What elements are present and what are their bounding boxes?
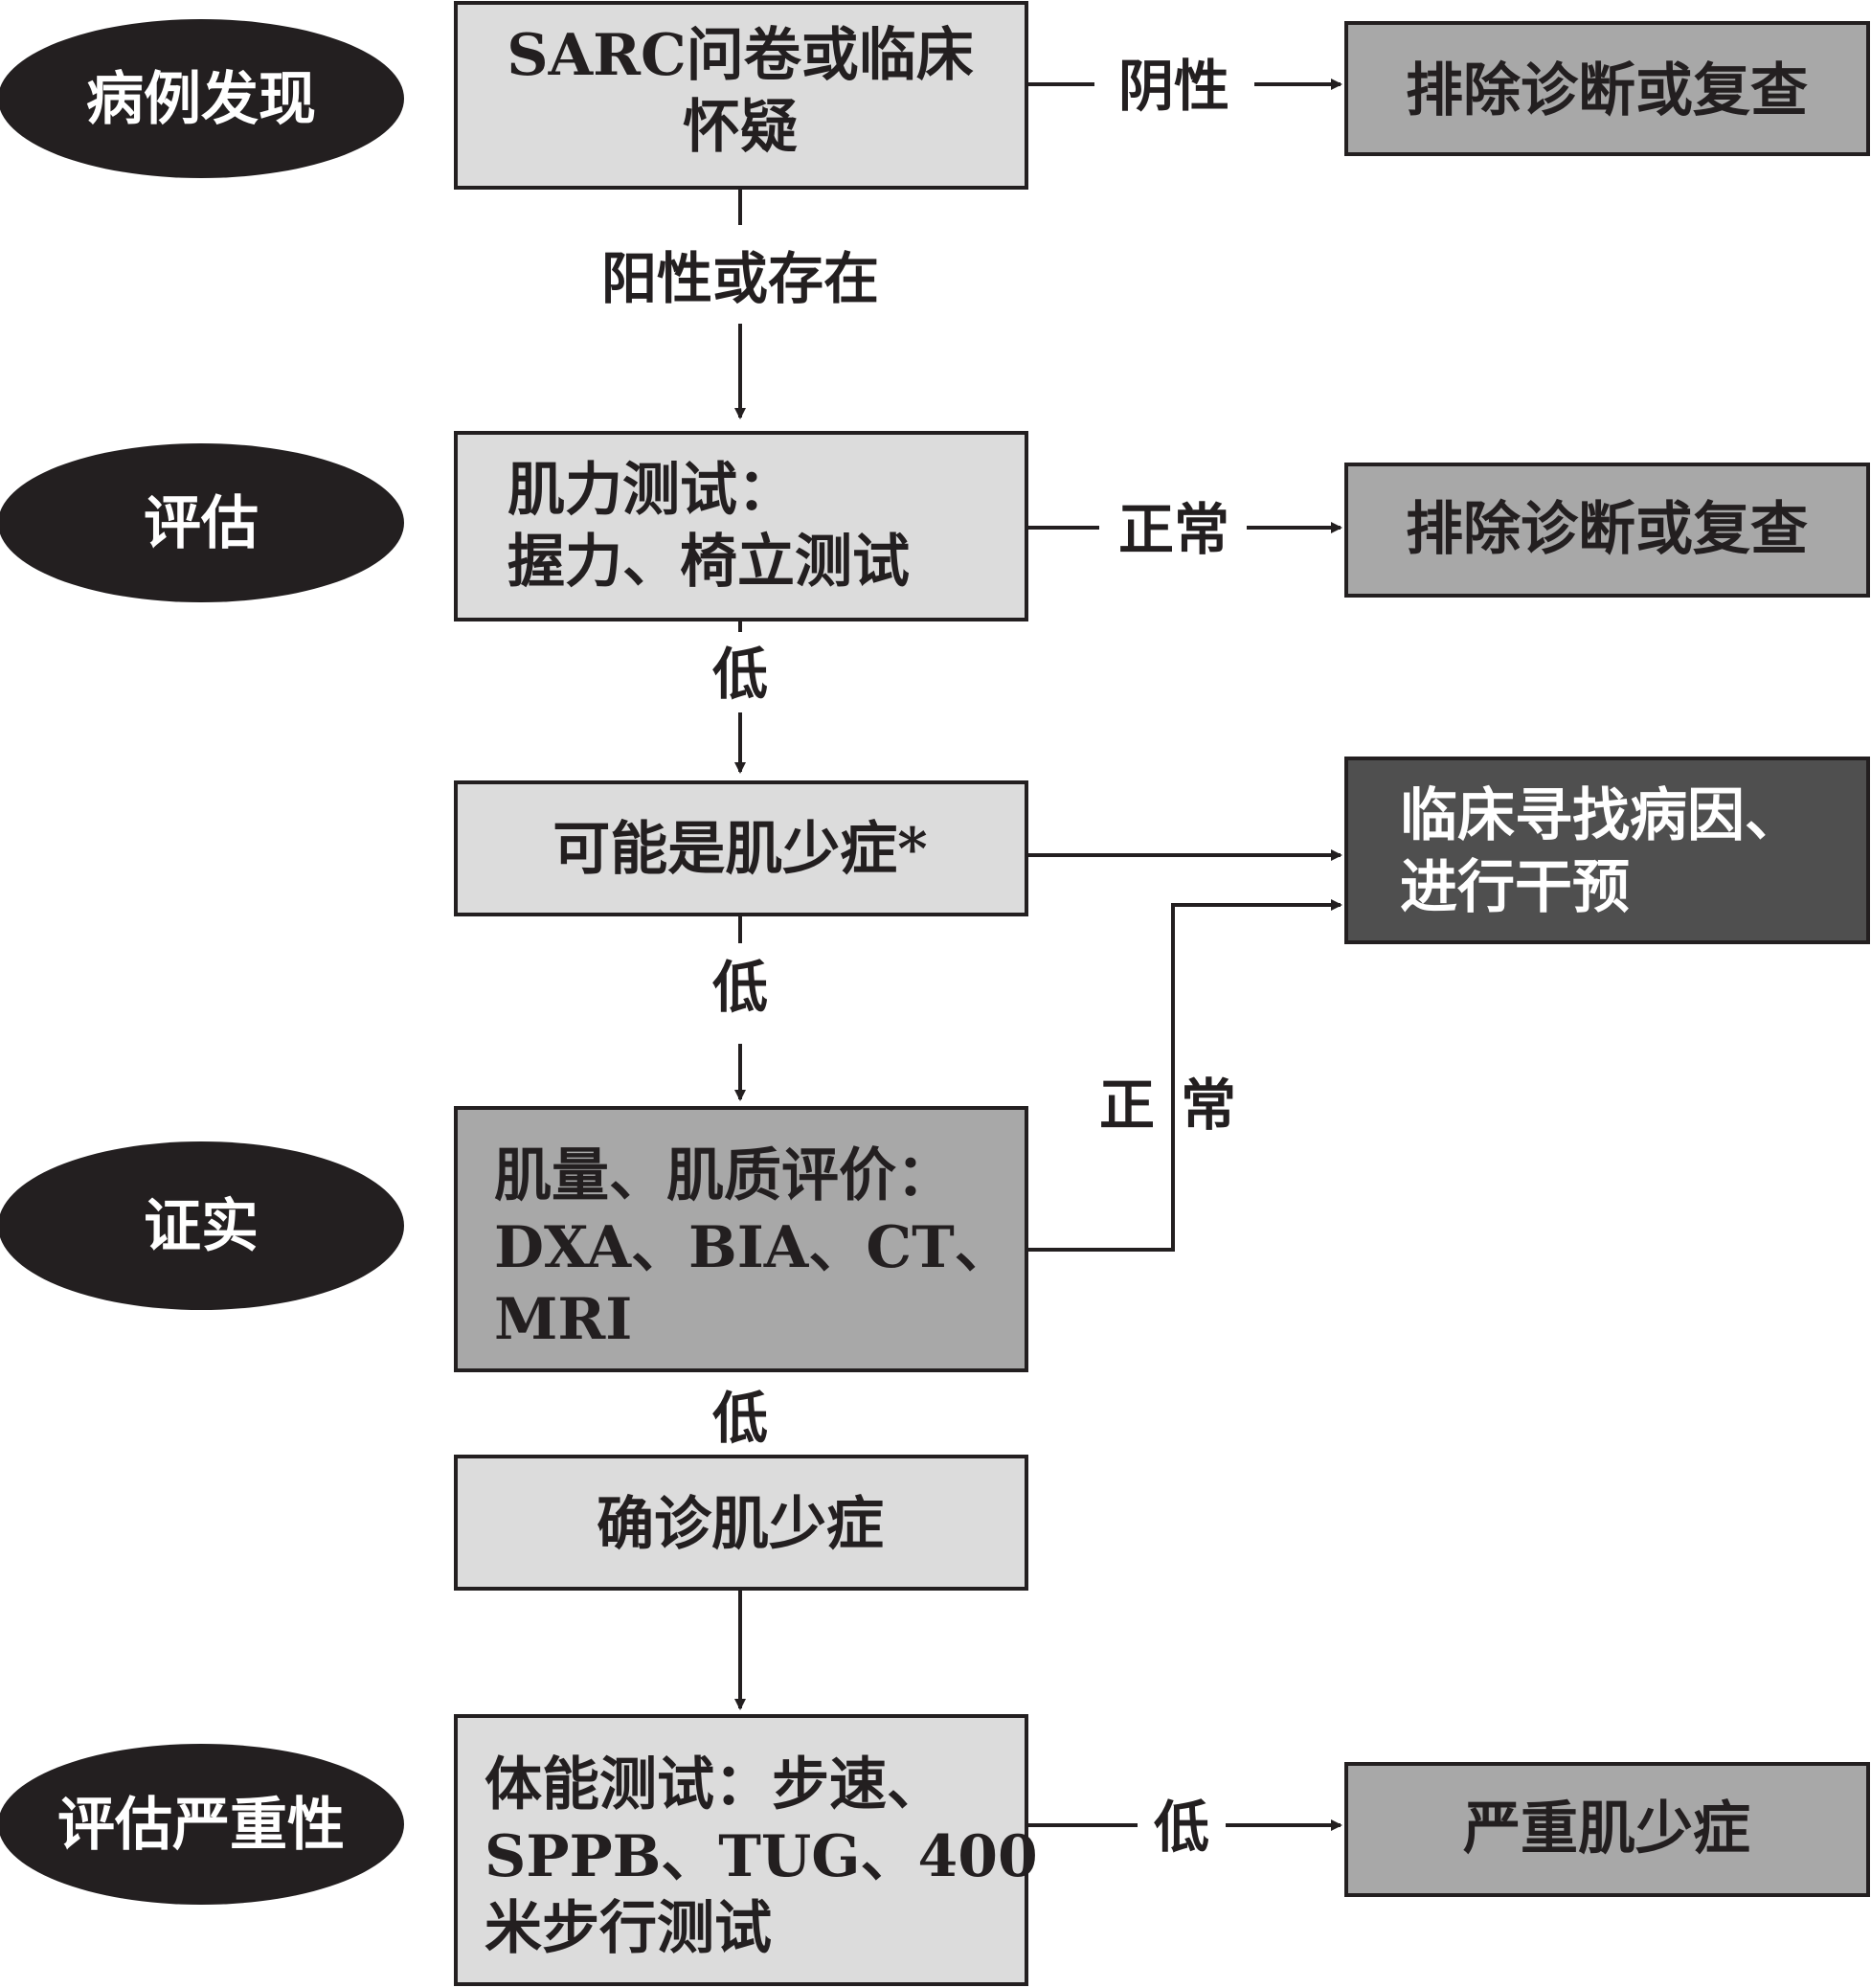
stage-label: 评估严重性 bbox=[57, 1792, 345, 1859]
stage-assess: 评估 bbox=[0, 443, 404, 602]
stage-oval bbox=[0, 443, 404, 602]
node-text-line: 体能测试：步速、 bbox=[485, 1751, 944, 1819]
edge-label-normal: 正常 bbox=[1118, 497, 1229, 562]
node-box bbox=[454, 1714, 1028, 1986]
stage-oval bbox=[0, 19, 404, 178]
edge-label-normal-part1: 正 bbox=[1099, 1073, 1155, 1138]
node-sarc-questionnaire: SARC问卷或临床 怀疑 bbox=[454, 1, 1028, 190]
node-box bbox=[454, 1106, 1028, 1372]
node-text-line: 肌力测试： bbox=[507, 457, 795, 524]
node-severe-sarcopenia: 严重肌少症 bbox=[1344, 1762, 1870, 1897]
stage-confirm: 证实 bbox=[0, 1141, 404, 1310]
node-text: 确诊肌少症 bbox=[597, 1491, 884, 1558]
node-box bbox=[1344, 1762, 1870, 1897]
node-box bbox=[1344, 463, 1870, 598]
node-box bbox=[1344, 757, 1870, 944]
node-text-line: DXA、BIA、CT、 bbox=[494, 1214, 1012, 1281]
stage-oval bbox=[0, 1744, 404, 1905]
node-box bbox=[454, 1455, 1028, 1591]
edge-label-negative: 阴性 bbox=[1118, 54, 1229, 119]
node-box bbox=[454, 431, 1028, 621]
node-text-line: MRI bbox=[494, 1286, 632, 1353]
node-text-line: 怀疑 bbox=[683, 94, 798, 161]
edge-label-low: 低 bbox=[712, 1386, 768, 1451]
edge-label-low: 低 bbox=[712, 642, 768, 707]
node-physical-performance-test: 体能测试：步速、 SPPB、TUG、400 米步行测试 bbox=[454, 1714, 1038, 1986]
stage-label: 证实 bbox=[144, 1193, 259, 1260]
edge-elbow-arrow bbox=[1027, 899, 1342, 1252]
stage-label: 病例发现 bbox=[86, 66, 316, 133]
node-text-line: SPPB、TUG、400 bbox=[485, 1823, 1038, 1890]
node-exclude-or-recheck-2: 排除诊断或复查 bbox=[1344, 463, 1870, 598]
edge-label-low: 低 bbox=[1154, 1795, 1209, 1860]
node-text-line: 肌量、肌质评价： bbox=[494, 1142, 954, 1209]
node-clinical-cause-intervention: 临床寻找病因、 进行干预 bbox=[1344, 757, 1870, 944]
node-text: 排除诊断或复查 bbox=[1406, 57, 1808, 124]
node-box bbox=[454, 780, 1028, 916]
node-text-line: SARC问卷或临床 bbox=[507, 22, 974, 89]
node-text-line: 握力、椅立测试 bbox=[507, 529, 910, 596]
node-exclude-or-recheck-1: 排除诊断或复查 bbox=[1344, 21, 1870, 156]
node-text-line: 进行干预 bbox=[1400, 854, 1630, 921]
edge-label-low: 低 bbox=[712, 955, 768, 1020]
node-confirmed-sarcopenia: 确诊肌少症 bbox=[454, 1455, 1028, 1591]
stage-label: 评估 bbox=[144, 490, 259, 557]
node-box bbox=[1344, 21, 1870, 156]
edge-label-normal-part2: 常 bbox=[1181, 1073, 1236, 1138]
stage-oval bbox=[0, 1141, 404, 1310]
node-possible-sarcopenia: 可能是肌少症* bbox=[454, 780, 1028, 916]
node-text-line: 临床寻找病因、 bbox=[1400, 782, 1802, 849]
node-muscle-strength-test: 肌力测试： 握力、椅立测试 bbox=[454, 431, 1028, 621]
node-text: 可能是肌少症* bbox=[552, 816, 927, 883]
node-box bbox=[454, 1, 1028, 190]
node-text-line: 米步行测试 bbox=[485, 1895, 772, 1962]
node-muscle-mass-quality: 肌量、肌质评价： DXA、BIA、CT、 MRI bbox=[454, 1106, 1028, 1372]
node-text: 严重肌少症 bbox=[1463, 1796, 1750, 1863]
stage-case-finding: 病例发现 bbox=[0, 19, 404, 178]
stage-severity: 评估严重性 bbox=[0, 1744, 404, 1905]
node-text: 排除诊断或复查 bbox=[1406, 496, 1808, 563]
connectors bbox=[734, 79, 1342, 1831]
edge-label-positive: 阳性或存在 bbox=[601, 246, 879, 311]
